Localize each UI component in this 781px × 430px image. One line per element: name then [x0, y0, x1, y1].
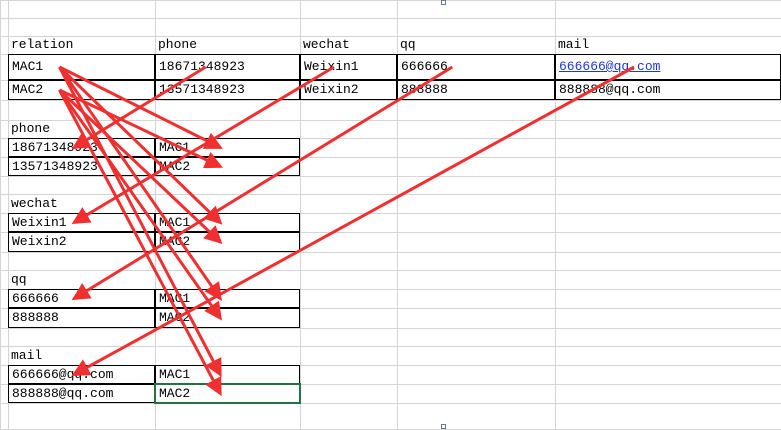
cell-mail-1[interactable]: 666666@qq.com [555, 54, 781, 80]
header-wechat[interactable]: wechat [303, 37, 350, 52]
cell-wechat-2[interactable]: Weixin2 [300, 80, 397, 100]
gridline-horizontal [0, 252, 781, 253]
mail-table-key-2[interactable]: 888888@qq.com [8, 384, 155, 403]
cell-mac2[interactable]: MAC2 [8, 80, 155, 100]
gridline-horizontal [0, 18, 781, 19]
wechat-table-key-2[interactable]: Weixin2 [8, 232, 155, 252]
wechat-table-val-2[interactable]: MAC2 [155, 232, 300, 252]
cell-mac1[interactable]: MAC1 [8, 54, 155, 80]
gridline-horizontal [0, 384, 781, 385]
wechat-table-val-1[interactable]: MAC1 [155, 213, 300, 232]
resize-handle[interactable] [441, 0, 446, 5]
section-mail-title[interactable]: mail [11, 348, 43, 363]
qq-table-key-2[interactable]: 888888 [8, 308, 155, 328]
phone-table-key-2[interactable]: 13571348923 [8, 157, 155, 176]
phone-table-key-1[interactable]: 18671348923 [8, 138, 155, 157]
section-qq-title[interactable]: qq [11, 272, 27, 287]
section-wechat-title[interactable]: wechat [11, 196, 58, 211]
gridline-horizontal [0, 0, 781, 1]
header-qq[interactable]: qq [400, 37, 416, 52]
gridline-horizontal [0, 100, 781, 101]
mail-table-val-1[interactable]: MAC1 [155, 365, 300, 384]
phone-table-val-1[interactable]: MAC1 [155, 138, 300, 157]
section-phone-title[interactable]: phone [11, 121, 51, 136]
cell-phone-2[interactable]: 13571348923 [155, 80, 300, 100]
header-mail[interactable]: mail [558, 37, 590, 52]
gridline-horizontal [0, 403, 781, 404]
phone-table-val-2[interactable]: MAC2 [155, 157, 300, 176]
wechat-table-key-1[interactable]: Weixin1 [8, 213, 155, 232]
cell-phone-1[interactable]: 18671348923 [155, 54, 300, 80]
gridline-horizontal [0, 36, 781, 37]
cell-qq-2[interactable]: 888888 [397, 80, 555, 100]
gridline-horizontal [0, 176, 781, 177]
qq-table-val-1[interactable]: MAC1 [155, 289, 300, 308]
cell-mail-2[interactable]: 888888@qq.com [555, 80, 781, 100]
gridline-vertical [0, 0, 1, 429]
header-phone[interactable]: phone [158, 37, 198, 52]
resize-handle[interactable] [441, 424, 446, 429]
cell-qq-1[interactable]: 666666 [397, 54, 555, 80]
qq-table-val-2[interactable]: MAC2 [155, 308, 300, 328]
cell-wechat-1[interactable]: Weixin1 [300, 54, 397, 80]
mail-table-val-2[interactable]: MAC2 [154, 383, 301, 404]
mail-table-key-1[interactable]: 666666@qq.com [8, 365, 155, 384]
qq-table-key-1[interactable]: 666666 [8, 289, 155, 308]
gridline-horizontal [0, 328, 781, 329]
header-relation[interactable]: relation [11, 37, 74, 52]
